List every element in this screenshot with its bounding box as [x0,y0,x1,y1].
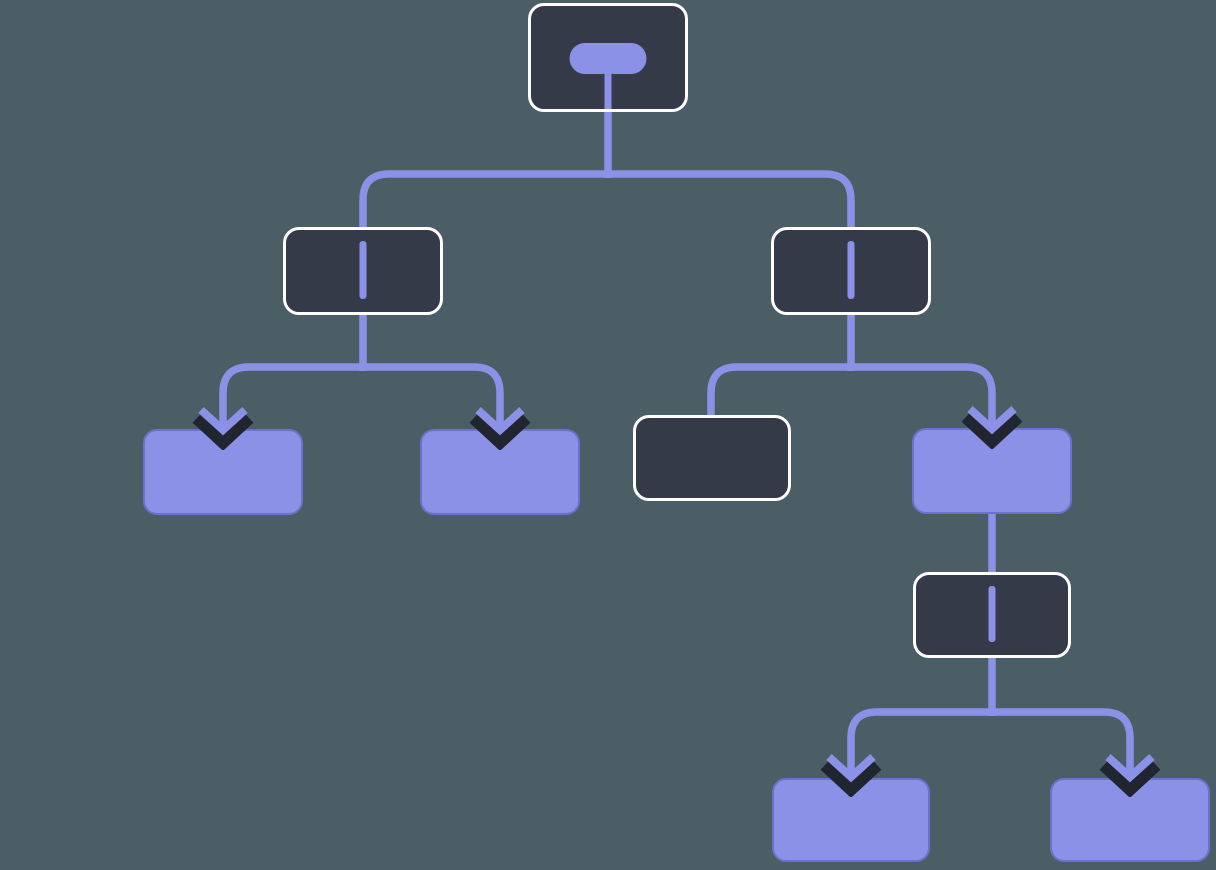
edge-branch-right-to-leaves [707,363,996,427]
edge-branch-left-to-leaves [219,363,504,427]
branch-node-right [771,227,931,315]
edge-branch-bottom-to-leaves [847,708,1134,774]
root-pill-stem [604,70,612,109]
branch-right-line-placeholder [847,241,855,299]
branch-node-bottom [913,572,1071,658]
chevron-down-icon [961,406,1023,449]
chevron-down-icon [820,754,882,797]
branch-left-line-placeholder [359,241,367,299]
root-pill-placeholder [569,43,647,74]
chevron-down-icon [192,407,254,450]
edge-root-to-branches [359,170,855,250]
branch-node-left [283,227,443,315]
leaf-node-dark [633,415,791,501]
chevron-down-icon [1099,754,1161,797]
root-node [528,3,688,112]
branch-bottom-line-placeholder [988,586,996,642]
chevron-down-icon [469,407,531,450]
